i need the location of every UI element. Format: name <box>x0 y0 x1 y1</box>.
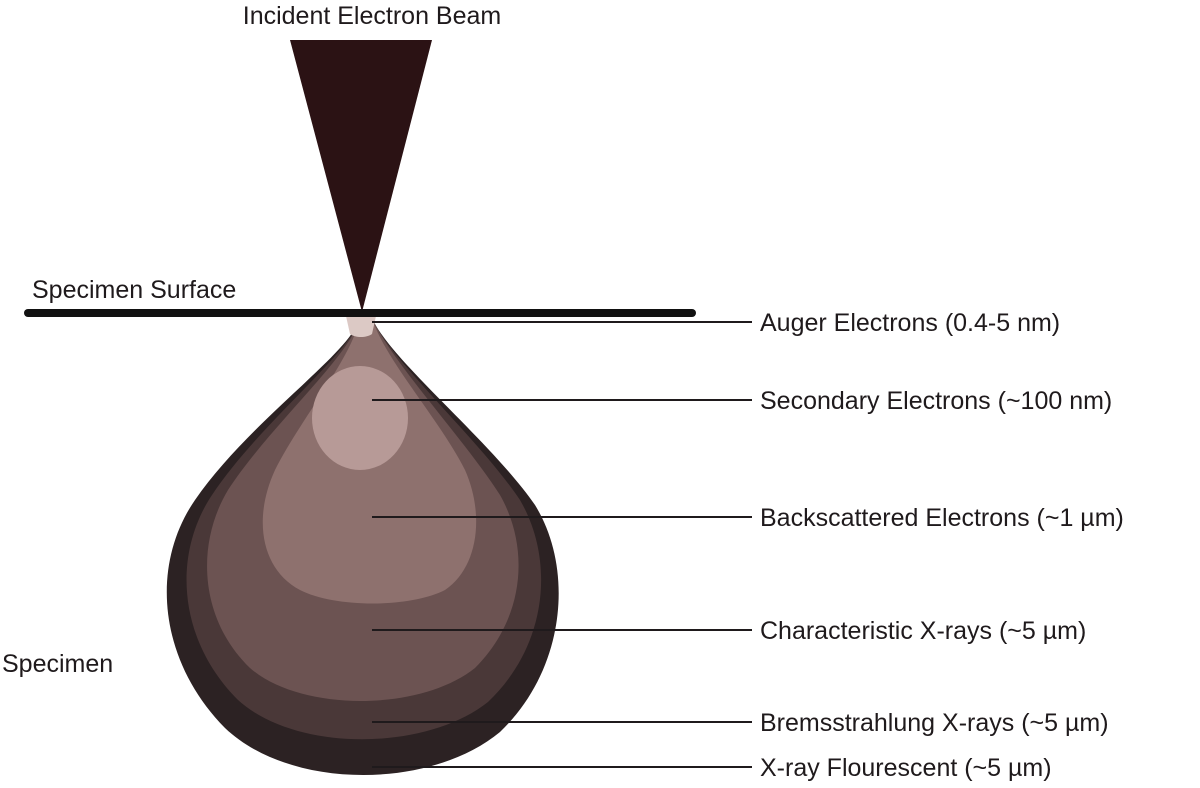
region-label-backscattered: Backscattered Electrons (~1 µm) <box>760 504 1124 532</box>
region-label-characteristic: Characteristic X-rays (~5 µm) <box>760 617 1086 645</box>
incident-beam-cone <box>290 40 432 312</box>
region-label-auger: Auger Electrons (0.4-5 nm) <box>760 309 1060 337</box>
secondary-electrons-region <box>312 366 408 470</box>
beam-label: Incident Electron Beam <box>243 2 501 30</box>
surface-label: Specimen Surface <box>32 276 236 304</box>
specimen-label: Specimen <box>2 650 113 678</box>
interaction-volume <box>166 316 559 776</box>
auger-electrons-region <box>346 316 376 337</box>
region-label-secondary: Secondary Electrons (~100 nm) <box>760 387 1112 415</box>
region-label-bremsstrahlung: Bremsstrahlung X-rays (~5 µm) <box>760 709 1109 737</box>
region-label-fluorescent: X-ray Flourescent (~5 µm) <box>760 754 1052 782</box>
leader-lines <box>372 321 752 768</box>
